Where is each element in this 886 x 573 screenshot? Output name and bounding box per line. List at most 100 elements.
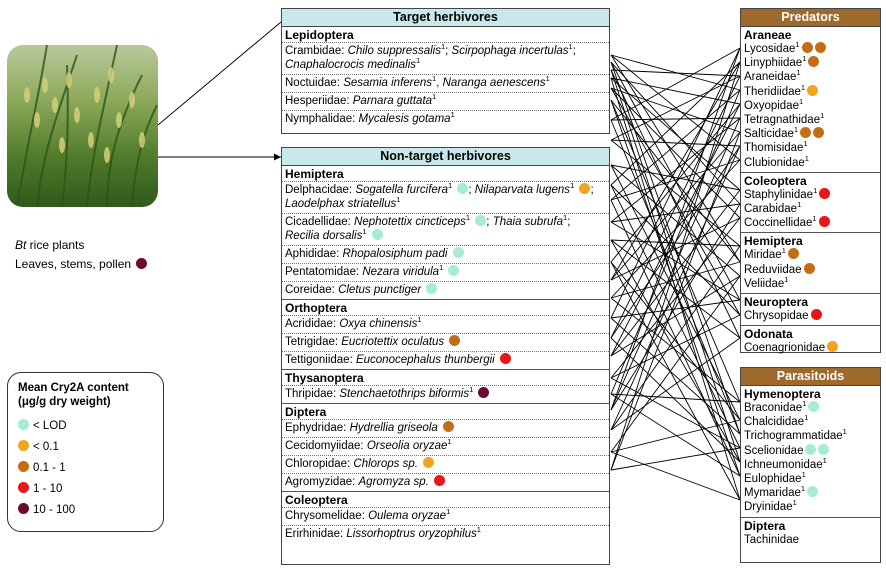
food-web-link [610, 131, 741, 471]
content-dot [807, 486, 819, 498]
order-heading: Diptera [285, 405, 327, 419]
family-name: Coreidae: [285, 284, 339, 296]
legend-label: < LOD [33, 420, 67, 432]
content-dot [475, 215, 487, 226]
order-heading: Coleoptera [285, 493, 348, 507]
family-name: Miridae [744, 249, 782, 262]
family-item: Scelionidae [741, 443, 880, 458]
content-dot [807, 84, 819, 96]
family-name: Ichneumonidae [744, 458, 823, 471]
food-web-link [610, 245, 741, 431]
content-dot [819, 187, 831, 199]
food-web-link [610, 54, 741, 91]
food-web-link [610, 203, 741, 411]
food-web-link [610, 99, 741, 263]
family-name: Tetrigidae: [285, 336, 342, 348]
food-web-link [610, 419, 741, 453]
content-dot [423, 457, 435, 468]
family-name: Coccinellidae [744, 217, 813, 230]
family-name: Braconidae [744, 402, 803, 414]
species-name [443, 266, 446, 278]
food-web-link [610, 217, 741, 379]
legend-swatch [18, 503, 29, 514]
content-dot [805, 443, 817, 455]
family-name: Chrysopidae [744, 310, 809, 323]
herbivore-row: Acrididae: Oxya chinensis1 [282, 315, 609, 333]
food-web-link [610, 261, 741, 299]
family-name: Ephydridae: [285, 422, 350, 434]
family-name: Acrididae: [285, 318, 340, 330]
food-web-link [610, 393, 741, 477]
herbivore-row: Crambidae: Chilo suppressalis1; Scirpoph… [282, 42, 609, 74]
content-dot [478, 387, 490, 398]
species-name: Parnara guttata [352, 95, 433, 107]
family-name: Aphididae: [285, 248, 343, 260]
target-herbivores-title: Target herbivores [282, 9, 609, 27]
family-item: Lycosidae1 [741, 41, 880, 56]
species-name: Nephotettix cincticeps [354, 216, 466, 228]
family-name: Tettigoniidae: [285, 354, 356, 366]
food-web-link [610, 117, 741, 121]
species-name: Sesamia inferens [343, 77, 433, 89]
herbivore-row: Thripidae: Stenchaetothrips biformis1 [282, 385, 609, 403]
herbivore-row: Cicadellidae: Nephotettix cincticeps1 ; … [282, 213, 609, 245]
food-web-link [610, 89, 741, 395]
family-item: Eulophidae1 [744, 470, 806, 486]
food-web-link [610, 145, 741, 431]
legend-swatch [18, 482, 29, 493]
family-name: Lycosidae [744, 43, 796, 55]
family-name: Chrysomelidae: [285, 510, 369, 522]
legend-item: 1 - 10 [18, 479, 153, 500]
content-dot [827, 341, 839, 353]
family-item: Braconidae1 [741, 400, 880, 415]
herbivore-row: Cecidomyiidae: Orseolia oryzae1 [282, 437, 609, 455]
food-web-link [610, 54, 741, 263]
species-name: Recilia dorsalis [285, 230, 363, 242]
family-name: Thomisidae [744, 142, 804, 155]
legend: Mean Cry2A content (μg/g dry weight) < L… [7, 372, 164, 532]
food-web-link [610, 87, 741, 219]
plant-to-target-line [157, 21, 282, 126]
order-heading: Coleoptera [744, 173, 807, 188]
food-web-link [610, 117, 741, 411]
content-dot [803, 262, 815, 274]
legend-swatch [18, 419, 29, 430]
content-dot [801, 42, 813, 53]
non-target-herbivores-title: Non-target herbivores [282, 148, 609, 166]
content-dot [136, 258, 148, 269]
content-dot [813, 127, 825, 139]
species-name [470, 216, 473, 228]
legend-label: 1 - 10 [33, 483, 63, 495]
herbivore-row: Pentatomidae: Nezara viridula1 [282, 263, 609, 281]
family-name: Thripidae: [285, 388, 340, 400]
food-web-link [610, 61, 741, 186]
family-item: Coenagrionidae [741, 341, 880, 355]
species-name: Oxya chinensis [339, 318, 418, 330]
food-web-link [610, 261, 741, 421]
content-dot [787, 248, 799, 260]
herbivore-row: Hesperiidae: Parnara guttata1 [282, 92, 609, 110]
species-name [574, 184, 577, 196]
order-heading: Hemiptera [285, 167, 344, 181]
family-item: Miridae1 [741, 247, 880, 262]
food-web-link [610, 69, 741, 77]
family-name: Araneidae [744, 71, 797, 84]
family-item: Linyphiidae1 [741, 55, 880, 70]
food-web-link [610, 393, 741, 403]
family-name: Delphacidae: [285, 184, 356, 196]
food-web-link [610, 47, 741, 121]
plant-caption: Bt rice plants [15, 238, 85, 252]
family-name: Chloropidae: [285, 458, 354, 470]
family-item: Ichneumonidae1 [744, 455, 827, 471]
species-name: Cnaphalocrocis medinalis [285, 59, 417, 71]
food-web-link [610, 184, 741, 316]
food-web-link [610, 275, 741, 453]
order-heading: Diptera [744, 518, 786, 533]
legend-swatch [18, 461, 29, 472]
food-web-link [610, 447, 741, 471]
